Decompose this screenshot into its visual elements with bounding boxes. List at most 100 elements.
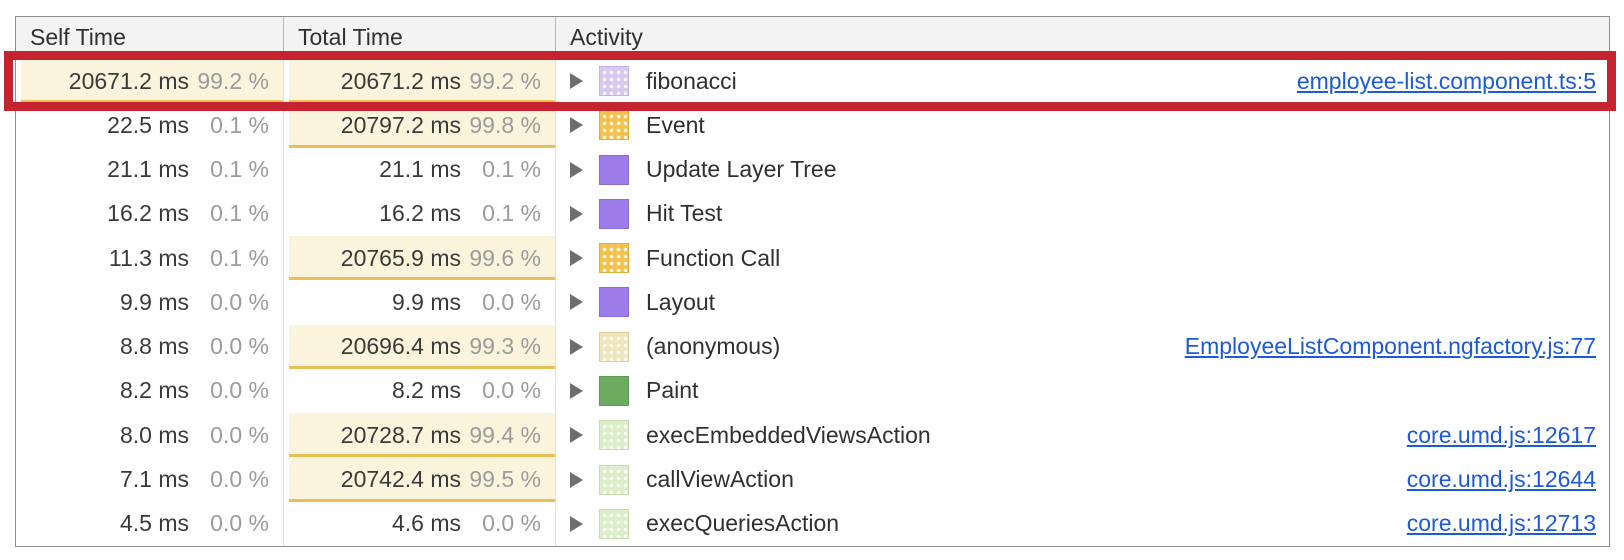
total-time-cell: 21.1 ms 0.1 %: [283, 147, 555, 192]
self-time-cell: 11.3 ms 0.1 %: [16, 236, 283, 280]
expand-arrow-icon[interactable]: [570, 382, 583, 399]
activity-label: fibonacci: [646, 67, 737, 94]
expand-arrow-icon[interactable]: [570, 427, 583, 444]
self-time-percent: 0.1 %: [210, 244, 269, 271]
total-time-value: 20765.9 ms: [340, 244, 461, 271]
table-row[interactable]: 4.5 ms 0.0 % 4.6 ms 0.0 % execQueriesAct…: [16, 501, 1609, 546]
total-time-highlight: [289, 413, 555, 458]
activity-cell: execQueriesAction core.umd.js:12713: [555, 501, 1609, 546]
activity-label: callViewAction: [646, 466, 794, 493]
activity-cell: Update Layer Tree: [555, 147, 1609, 192]
total-time-cell: 20797.2 ms 99.8 %: [283, 103, 555, 148]
expand-arrow-icon[interactable]: [570, 515, 583, 532]
expand-arrow-icon[interactable]: [570, 205, 583, 222]
total-time-highlight: [289, 236, 555, 281]
table-row[interactable]: 7.1 ms 0.0 % 20742.4 ms 99.5 % callViewA…: [16, 457, 1609, 502]
self-time-cell: 8.2 ms 0.0 %: [16, 369, 283, 413]
expand-arrow-icon[interactable]: [570, 294, 583, 311]
self-time-value: 9.9 ms: [119, 288, 189, 315]
expand-arrow-icon[interactable]: [570, 161, 583, 178]
table-row[interactable]: 8.8 ms 0.0 % 20696.4 ms 99.3 % (anonymou…: [16, 324, 1609, 369]
total-time-cell: 20728.7 ms 99.4 %: [283, 413, 555, 458]
table-row[interactable]: 22.5 ms 0.1 % 20797.2 ms 99.8 % Event: [16, 103, 1609, 148]
table-row[interactable]: 21.1 ms 0.1 % 21.1 ms 0.1 % Update Layer…: [16, 147, 1609, 192]
self-time-value: 16.2 ms: [107, 200, 189, 227]
self-time-value: 22.5 ms: [107, 111, 189, 138]
expand-arrow-icon[interactable]: [570, 117, 583, 134]
activity-cell: fibonacci employee-list.component.ts:5: [555, 59, 1609, 104]
total-time-value: 20728.7 ms: [340, 421, 461, 448]
expand-arrow-icon[interactable]: [570, 471, 583, 488]
self-time-percent: 99.2 %: [197, 67, 269, 94]
table-row[interactable]: 8.0 ms 0.0 % 20728.7 ms 99.4 % execEmbed…: [16, 413, 1609, 458]
self-time-cell: 4.5 ms 0.0 %: [16, 502, 283, 546]
self-time-cell: 22.5 ms 0.1 %: [16, 103, 283, 147]
activity-label: Update Layer Tree: [646, 156, 837, 183]
category-color-swatch: [599, 154, 629, 185]
category-color-swatch: [599, 243, 629, 274]
self-time-value: 8.2 ms: [119, 377, 189, 404]
total-time-value: 16.2 ms: [379, 200, 461, 227]
expand-arrow-icon[interactable]: [570, 338, 583, 355]
table-row[interactable]: 20671.2 ms 99.2 % 20671.2 ms 99.2 % fibo…: [16, 59, 1609, 104]
total-time-cell: 9.9 ms 0.0 %: [283, 280, 555, 325]
table-row[interactable]: 9.9 ms 0.0 % 9.9 ms 0.0 % Layout: [16, 280, 1609, 325]
activity-cell: (anonymous) EmployeeListComponent.ngfact…: [555, 324, 1609, 369]
self-time-value: 21.1 ms: [107, 156, 189, 183]
self-time-percent: 0.1 %: [210, 156, 269, 183]
activity-label: execQueriesAction: [646, 510, 840, 537]
grid-header-row: Self Time Total Time Activity: [16, 17, 1609, 59]
total-time-percent: 0.1 %: [482, 156, 541, 183]
source-location-link[interactable]: core.umd.js:12617: [1406, 421, 1596, 448]
self-time-percent: 0.1 %: [210, 111, 269, 138]
total-time-cell: 4.6 ms 0.0 %: [283, 501, 555, 546]
self-time-value: 11.3 ms: [108, 244, 189, 271]
source-location-link[interactable]: core.umd.js:12644: [1406, 466, 1596, 493]
activity-cell: callViewAction core.umd.js:12644: [555, 457, 1609, 502]
source-location-link[interactable]: EmployeeListComponent.ngfactory.js:77: [1184, 333, 1596, 360]
total-time-value: 20696.4 ms: [340, 333, 461, 360]
source-location-link[interactable]: core.umd.js:12713: [1406, 510, 1596, 537]
bottom-up-data-grid: Self Time Total Time Activity 20671.2 ms…: [15, 16, 1610, 547]
self-time-percent: 0.0 %: [210, 510, 269, 537]
self-time-cell: 8.8 ms 0.0 %: [16, 325, 283, 369]
self-time-value: 8.0 ms: [119, 421, 189, 448]
total-time-value: 9.9 ms: [391, 288, 461, 315]
total-time-cell: 20742.4 ms 99.5 %: [283, 457, 555, 502]
expand-arrow-icon[interactable]: [570, 250, 583, 267]
table-row[interactable]: 8.2 ms 0.0 % 8.2 ms 0.0 % Paint: [16, 368, 1609, 414]
column-header-self-time[interactable]: Self Time: [30, 24, 126, 50]
activity-label: Paint: [646, 377, 699, 404]
category-color-swatch: [599, 110, 629, 141]
source-location-link[interactable]: employee-list.component.ts:5: [1296, 67, 1596, 94]
table-row[interactable]: 16.2 ms 0.1 % 16.2 ms 0.1 % Hit Test: [16, 191, 1609, 237]
activity-label: execEmbeddedViewsAction: [646, 421, 931, 448]
self-time-value: 4.5 ms: [119, 510, 189, 537]
category-color-swatch: [599, 198, 629, 229]
total-time-percent: 99.8 %: [469, 111, 541, 138]
total-time-highlight: [289, 457, 555, 502]
total-time-cell: 20765.9 ms 99.6 %: [283, 236, 555, 281]
self-time-percent: 0.0 %: [210, 333, 269, 360]
total-time-percent: 0.0 %: [482, 510, 541, 537]
self-time-value: 7.1 ms: [119, 466, 189, 493]
total-time-percent: 0.0 %: [482, 288, 541, 315]
activity-cell: Function Call: [555, 236, 1609, 281]
expand-arrow-icon[interactable]: [570, 73, 583, 90]
grid-body: 20671.2 ms 99.2 % 20671.2 ms 99.2 % fibo…: [16, 59, 1609, 546]
self-time-cell: 9.9 ms 0.0 %: [16, 280, 283, 324]
column-header-total-time[interactable]: Total Time: [283, 17, 555, 58]
total-time-percent: 0.0 %: [482, 377, 541, 404]
column-header-activity[interactable]: Activity: [555, 17, 1609, 58]
activity-cell: Paint: [555, 368, 1609, 414]
activity-label: Layout: [646, 288, 716, 315]
self-time-percent: 0.1 %: [210, 200, 269, 227]
self-time-percent: 0.0 %: [210, 377, 269, 404]
category-color-swatch: [599, 464, 629, 495]
self-time-value: 20671.2 ms: [68, 67, 189, 94]
total-time-percent: 99.5 %: [469, 466, 541, 493]
self-time-percent: 0.0 %: [210, 421, 269, 448]
table-row[interactable]: 11.3 ms 0.1 % 20765.9 ms 99.6 % Function…: [16, 236, 1609, 281]
activity-label: Function Call: [646, 244, 781, 271]
category-color-swatch: [599, 375, 629, 406]
